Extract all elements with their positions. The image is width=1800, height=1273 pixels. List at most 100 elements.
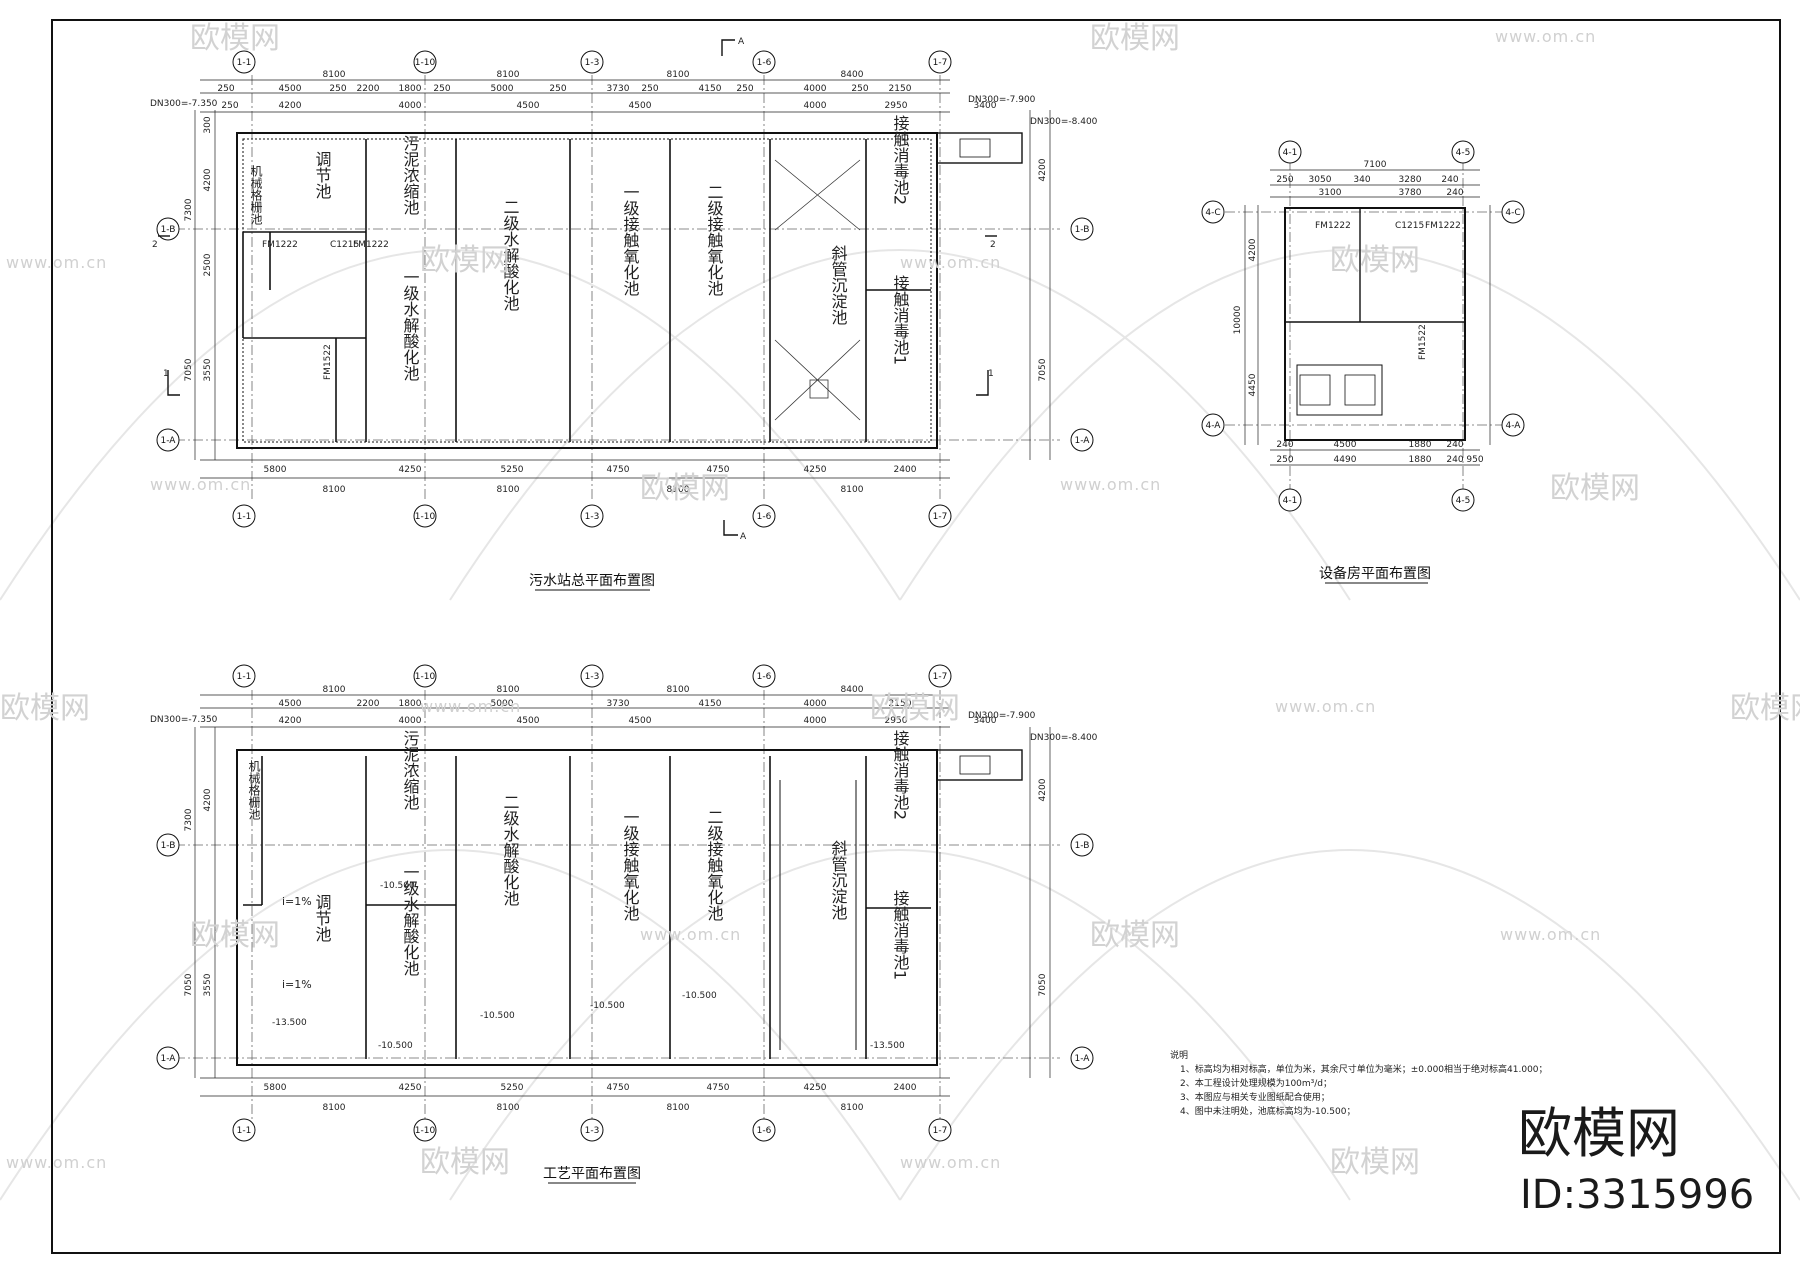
room-label: 调节池 [313,151,332,199]
dim-label: 4150 [699,84,722,94]
dim-label: 4750 [707,1083,730,1093]
door-label: FM1222 [1425,221,1461,231]
dim-label: 4200 [1038,778,1048,801]
axis-label: 1-6 [757,1126,772,1136]
watermark-text: 欧模网 [420,243,510,278]
dim-label: 8400 [841,685,864,695]
watermark-url: www.om.cn [1500,925,1601,944]
axis-label: 1-6 [757,512,772,522]
room-label: 二级接触氧化池 [705,809,724,921]
dim-label: 3280 [1399,175,1422,185]
dim-label: 250 [1276,455,1293,465]
note-line: 3、本图应与相关专业图纸配合使用； [1180,1091,1330,1103]
room-label: 斜管沉淀池 [829,245,848,325]
watermark-url: www.om.cn [6,253,107,272]
axis-label: 4-5 [1456,148,1471,158]
dim-label: 7050 [1038,358,1048,381]
room-label: 接触消毒池1 [891,275,910,365]
axis-label: 1-B [1075,225,1090,235]
watermark-url: www.om.cn [1275,697,1376,716]
section-mark: 1 [163,369,169,379]
plan-top: 1-1 1-10 1-3 1-6 1-7 1-1 1-10 1-3 1-6 1-… [150,37,1098,591]
dim-label: 2200 [357,84,380,94]
watermark-url: www.om.cn [900,1153,1001,1172]
door-label: FM1222 [353,240,389,250]
note-line: 2、本工程设计处理规模为100m³/d； [1180,1077,1332,1089]
plan-title-equipment: 设备房平面布置图 [1319,565,1431,582]
dim-label: 2500 [203,253,213,276]
dim-label: 4500 [629,716,652,726]
watermark-arcs [0,249,1800,1201]
axis-label: 1-10 [415,512,436,522]
watermark-url: www.om.cn [900,253,1001,272]
plan-bottom: 1-1 1-10 1-3 1-6 1-7 1-1 1-10 1-3 1-6 1-… [150,664,1098,1184]
dim-label: 2150 [889,84,912,94]
dim-label: 4500 [517,101,540,111]
dim-label: 7300 [184,198,194,221]
dim-label: 2950 [885,716,908,726]
axis-label: 1-1 [237,58,252,68]
elevation-label: -13.500 [870,1041,905,1051]
section-mark: 2 [152,240,158,250]
dim-label: 4200 [279,101,302,111]
room-label: 污泥浓缩池 [401,730,420,810]
dim-label: 8100 [497,485,520,495]
axis-label: 1-1 [237,1126,252,1136]
watermark-url: www.om.cn [1495,27,1596,46]
watermark-text: 欧模网 [1330,243,1420,278]
watermark-text: 欧模网 [1090,21,1180,56]
axis-label: 1-1 [237,512,252,522]
room-label: 二级水解酸化池 [501,794,520,906]
dim-label: 4500 [279,699,302,709]
watermark-url: www.om.cn [640,925,741,944]
dim-label: 7300 [184,808,194,831]
plan-title-bottom: 工艺平面布置图 [543,1166,641,1182]
dim-label: 3730 [607,84,630,94]
room-label: 调节池 [313,894,332,942]
dim-label: 8100 [667,1103,690,1113]
room-label: 一级水解酸化池 [401,864,420,976]
axis-label: 4-5 [1456,496,1471,506]
dim-label: 4200 [1248,238,1258,261]
dim-label: 5800 [264,1083,287,1093]
dim-label: 4490 [1334,455,1357,465]
section-mark: A [738,37,745,47]
section-mark: 1 [988,369,994,379]
axis-label: 4-1 [1283,148,1298,158]
axis-bubbles-top [156,50,1094,528]
room-label: 二级水解酸化池 [501,199,520,311]
outer-wall [236,132,938,449]
outer-wall [236,749,938,1066]
dim-label: 4200 [203,788,213,811]
dim-label: 1800 [399,84,422,94]
dim-label: 2400 [894,465,917,475]
equipment-room-wall [1284,207,1466,441]
dim-label: 240 [1446,455,1463,465]
dim-label: 4000 [804,101,827,111]
watermark-url: www.om.cn [1060,475,1161,494]
watermark-url: www.om.cn [150,475,251,494]
dim-label: 4500 [629,101,652,111]
dim-label: 3550 [203,358,213,381]
dim-label: 340 [1353,175,1370,185]
door-label: FM1222 [262,240,298,250]
dim-label: 7050 [184,973,194,996]
elevation-label: -10.500 [378,1041,413,1051]
elevation-label: -13.500 [272,1018,307,1028]
axis-label: 1-3 [585,672,600,682]
dim-label: 5250 [501,1083,524,1093]
dim-label: 300 [203,116,213,133]
dim-label: 4200 [279,716,302,726]
dim-label: 4250 [399,1083,422,1093]
dim-label: 8100 [667,485,690,495]
watermark-url: www.om.cn [420,697,521,716]
notes: 说明 1、标高均为相对标高，单位为米，其余尺寸单位为毫米；±0.000相当于绝对… [1170,1049,1548,1117]
room-label: 接触消毒池2 [891,115,910,205]
dim-label: 4500 [1334,440,1357,450]
axis-label: 1-3 [585,512,600,522]
dim-label: 8100 [667,685,690,695]
slope-label: i=1% [282,978,312,991]
dim-label: 3100 [1319,188,1342,198]
pipe-label-outlet: DN300=-7.900 [968,95,1036,105]
dim-label: 4450 [1248,373,1258,396]
